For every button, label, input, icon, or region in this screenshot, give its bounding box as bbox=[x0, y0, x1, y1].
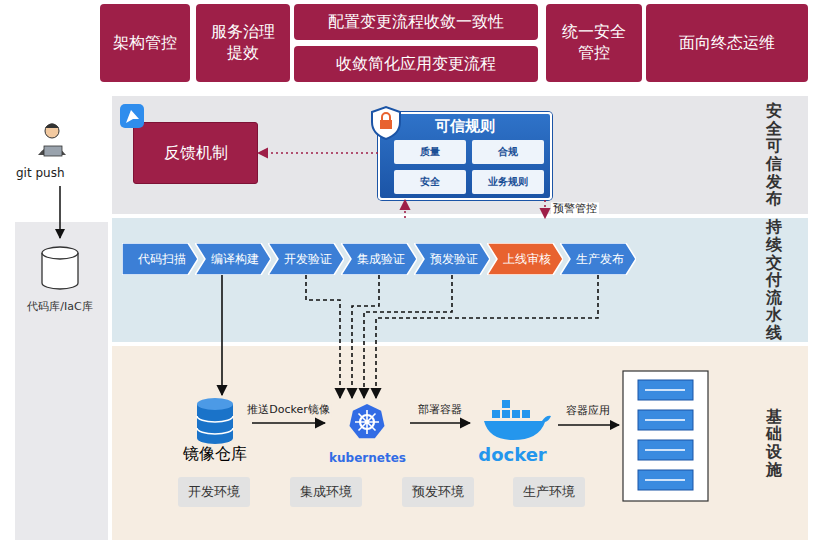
connector bbox=[544, 200, 546, 218]
node-label: 集成验证 bbox=[357, 251, 405, 268]
node-label: 镜像仓库 bbox=[183, 444, 247, 465]
node-label: 编译构建 bbox=[211, 251, 259, 268]
layer-band: 反馈机制 质量 合规安全 业务规则 可信规则 安全可信发布 bbox=[112, 96, 808, 214]
goal-box: 架构管控 bbox=[100, 4, 190, 82]
action-label: git push bbox=[14, 166, 67, 180]
goal-box: 面向终态运维 bbox=[646, 4, 808, 82]
arrow-label: 容器应用 bbox=[564, 404, 612, 417]
node-label: 质量 bbox=[420, 145, 440, 159]
node-label: 架构管控 bbox=[113, 33, 177, 54]
node-label: 开发验证 bbox=[284, 251, 332, 268]
node-label: 代码扫描 bbox=[138, 251, 186, 268]
connector bbox=[364, 275, 452, 398]
pipeline-step: 开发验证 bbox=[268, 243, 344, 275]
node-label: 代码库/IaC库 bbox=[27, 299, 92, 314]
node-label: 配置变更流程收敛一致性 bbox=[328, 12, 504, 33]
node-label: 生产发布 bbox=[576, 251, 624, 268]
container-stack bbox=[623, 371, 708, 501]
node-label: 集成环境 bbox=[300, 483, 352, 501]
goal-box: 配置变更流程收敛一致性 bbox=[294, 4, 538, 40]
developer-icon bbox=[38, 124, 66, 157]
pipeline-step: 上线审核 bbox=[487, 243, 563, 275]
pipeline-step: 预发验证 bbox=[414, 243, 490, 275]
pipeline-step: 编译构建 bbox=[195, 243, 271, 275]
node-label: 反馈机制 bbox=[164, 143, 228, 164]
node-label: 上线审核 bbox=[503, 251, 551, 268]
connector bbox=[352, 275, 379, 398]
edge-label: 推送Docker镜像 bbox=[245, 403, 332, 416]
node-label: 开发环境 bbox=[188, 483, 240, 501]
environment-box: 开发环境 bbox=[178, 477, 250, 507]
node-label: docker bbox=[478, 444, 547, 465]
connector bbox=[221, 275, 223, 395]
lock-shield-icon bbox=[372, 107, 400, 139]
feedback-box: 反馈机制 bbox=[133, 122, 258, 184]
kubernetes-icon bbox=[350, 404, 385, 438]
rule-cell: 合规 bbox=[472, 140, 544, 164]
node-label: 业务规则 bbox=[488, 175, 528, 189]
connector bbox=[376, 275, 598, 398]
connector bbox=[404, 200, 406, 218]
node-label: 服务治理 提效 bbox=[206, 22, 280, 64]
rule-panel: 质量 合规安全 业务规则 可信规则 bbox=[378, 112, 552, 200]
connector bbox=[252, 422, 325, 424]
node-label: 安全 bbox=[420, 175, 440, 189]
deploy-arrow bbox=[558, 424, 619, 426]
environment-box: 集成环境 bbox=[290, 477, 362, 507]
pipeline-step: 集成验证 bbox=[341, 243, 417, 275]
pipeline-step: 生产发布 bbox=[560, 243, 636, 275]
goal-box: 统一安全管控 bbox=[546, 4, 642, 82]
goal-box: 收敛简化应用变更流程 bbox=[294, 46, 538, 82]
connector bbox=[258, 152, 378, 154]
node-label: 安全可信发布 bbox=[766, 102, 782, 208]
rule-cell: 安全 bbox=[394, 170, 466, 194]
environment-box: 预发环境 bbox=[402, 477, 474, 507]
docker-icon bbox=[484, 400, 551, 440]
node-label: 统一安全管控 bbox=[556, 22, 632, 64]
side-column bbox=[15, 222, 108, 540]
node-label: 收敛简化应用变更流程 bbox=[336, 54, 496, 75]
goal-box: 服务治理 提效 bbox=[196, 4, 290, 82]
edge-label: 部署容器 bbox=[416, 403, 464, 416]
node-label: 面向终态运维 bbox=[679, 33, 775, 54]
edge-label: 预警管控 bbox=[551, 202, 599, 215]
rule-cell: 业务规则 bbox=[472, 170, 544, 194]
registry-icon bbox=[197, 398, 233, 444]
node-label: 持续交付流水线 bbox=[766, 218, 782, 341]
node-label: 预发验证 bbox=[430, 251, 478, 268]
node-label: 生产环境 bbox=[523, 483, 575, 501]
app-icon bbox=[120, 104, 144, 128]
node-label: 合规 bbox=[498, 145, 518, 159]
connector bbox=[410, 422, 470, 424]
repo-cylinder bbox=[42, 247, 78, 289]
push-arrow bbox=[59, 186, 61, 238]
node-label: 预发环境 bbox=[412, 483, 464, 501]
layer-band: 代码扫描 编译构建 开发验证 集成验证 预发验证 上线审核 生产发布 持续交付流水线 bbox=[112, 218, 808, 342]
node-label: 基础设施 bbox=[766, 408, 782, 478]
connector bbox=[306, 275, 340, 398]
rule-cell: 质量 bbox=[394, 140, 466, 164]
pipeline-step: 代码扫描 bbox=[122, 243, 198, 275]
environment-box: 生产环境 bbox=[513, 477, 585, 507]
node-label: kubernetes bbox=[329, 451, 406, 465]
node-label: 可信规则 bbox=[435, 117, 495, 136]
